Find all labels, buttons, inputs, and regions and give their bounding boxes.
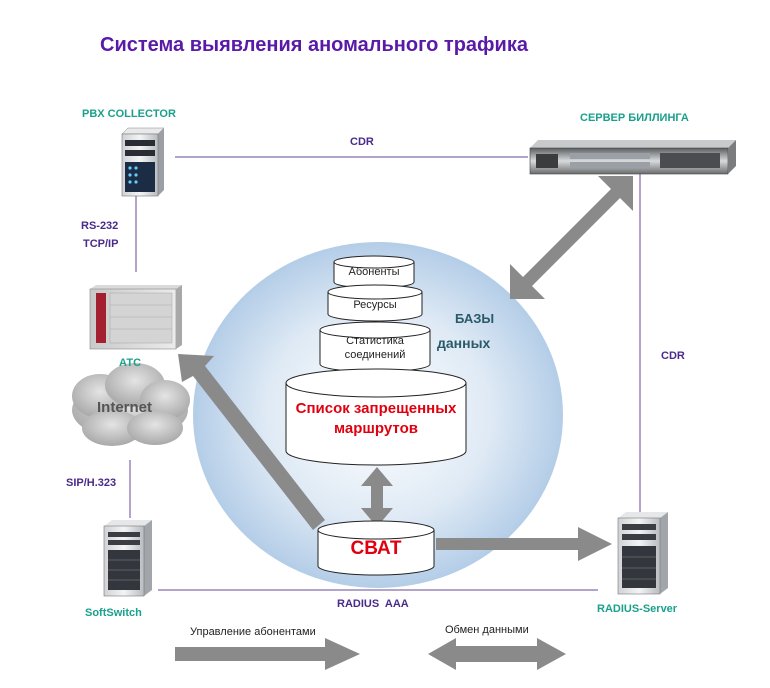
db-resources-label: Ресурсы xyxy=(353,299,397,311)
arrow-cvat-radius xyxy=(436,527,612,561)
label-billing-server: СЕРВЕР БИЛЛИНГА xyxy=(580,112,689,124)
label-cdr-right: CDR xyxy=(661,350,685,362)
legend-arrow-control xyxy=(175,638,360,670)
connection-lines xyxy=(129,156,641,591)
db-resources xyxy=(327,284,423,322)
db-heading-line1: БАЗЫ xyxy=(455,311,495,326)
label-radius-server: RADIUS-Server xyxy=(597,603,678,615)
label-pbx-collector: PBX COLLECTOR xyxy=(82,108,176,120)
db-heading-line2: данных xyxy=(437,335,491,351)
legend-control-label: Управление абонентами xyxy=(190,626,316,638)
label-tcpip: TCP/IP xyxy=(83,238,119,250)
label-rs232: RS-232 xyxy=(81,220,119,232)
softswitch-icon xyxy=(103,520,152,597)
pbx-collector-icon xyxy=(121,127,165,197)
db-statistics-label-line1: Статистика xyxy=(346,335,404,347)
cvat-label: СВАТ xyxy=(350,538,402,559)
db-cylinders xyxy=(285,255,467,576)
db-statistics xyxy=(319,321,431,373)
label-atc: АТС xyxy=(119,357,142,369)
label-internet: Internet xyxy=(97,399,153,416)
db-cvat xyxy=(317,520,435,576)
label-softswitch: SoftSwitch xyxy=(85,607,142,619)
internet-cloud-icon xyxy=(72,363,190,446)
label-sip: SIP/H.323 xyxy=(66,477,117,489)
legend-exchange-label: Обмен данными xyxy=(445,624,529,636)
db-forbidden-label-line2: маршрутов xyxy=(334,420,418,437)
arrow-db-cvat xyxy=(361,467,393,527)
arrow-cvat-atc xyxy=(178,354,325,530)
db-subscribers-label: Абоненты xyxy=(348,266,400,278)
label-radius-aaa: RADIUS AAA xyxy=(337,598,409,610)
radius-server-icon xyxy=(617,512,668,595)
flow-arrows xyxy=(175,176,633,670)
legend-arrow-exchange xyxy=(428,638,566,670)
arrow-billing-db xyxy=(510,176,633,299)
db-forbidden-label-line1: Список запрещенных xyxy=(295,400,457,417)
billing-server-icon xyxy=(529,140,736,175)
db-statistics-label-line2: соединений xyxy=(344,349,406,361)
diagram-title: Система выявления аномального трафика xyxy=(100,34,528,56)
atc-icon xyxy=(89,285,182,350)
label-cdr-top: CDR xyxy=(350,136,374,148)
db-forbidden-routes xyxy=(285,368,467,466)
